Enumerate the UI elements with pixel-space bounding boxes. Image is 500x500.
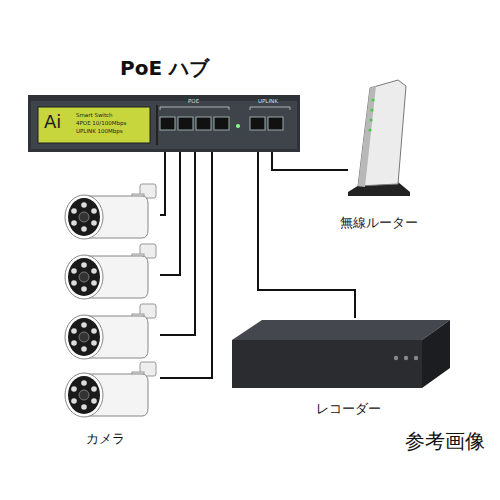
brand-logo: Ai [44,112,61,132]
lan-cable [160,152,212,378]
camera-art [62,358,160,426]
camera [62,300,160,368]
camera [62,240,160,308]
panel-text: UPLINK 100Mbps [76,128,123,134]
panel-text: 4POE 10/100Mbps [76,120,126,126]
lan-cable [160,152,180,275]
poe-hub: PoE ハブAiSmart Switch4POE 10/100MbpsUPLIN… [28,95,300,152]
wireless-router-art [348,78,410,196]
lan-cable [258,152,355,318]
camera [62,180,160,248]
port-label: POE [188,98,199,104]
node-label: 無線ルーター [340,216,418,230]
camera: カメラ [62,358,160,426]
camera-art [62,240,160,308]
port-label: UPLINK [258,98,278,104]
lan-cable [160,152,165,215]
node-label: PoE ハブ [120,57,209,79]
node-label: レコーダー [316,402,381,416]
node-label: カメラ [86,432,125,446]
lan-cable [272,152,348,170]
wireless-router: 無線ルーター [348,78,410,196]
camera-art [62,180,160,248]
recorder: レコーダー [232,318,450,390]
note-text: 参考画像 [405,430,485,452]
panel-text: Smart Switch [76,112,113,118]
lan-cable [160,152,195,335]
camera-art [62,300,160,368]
recorder-art [232,318,450,390]
